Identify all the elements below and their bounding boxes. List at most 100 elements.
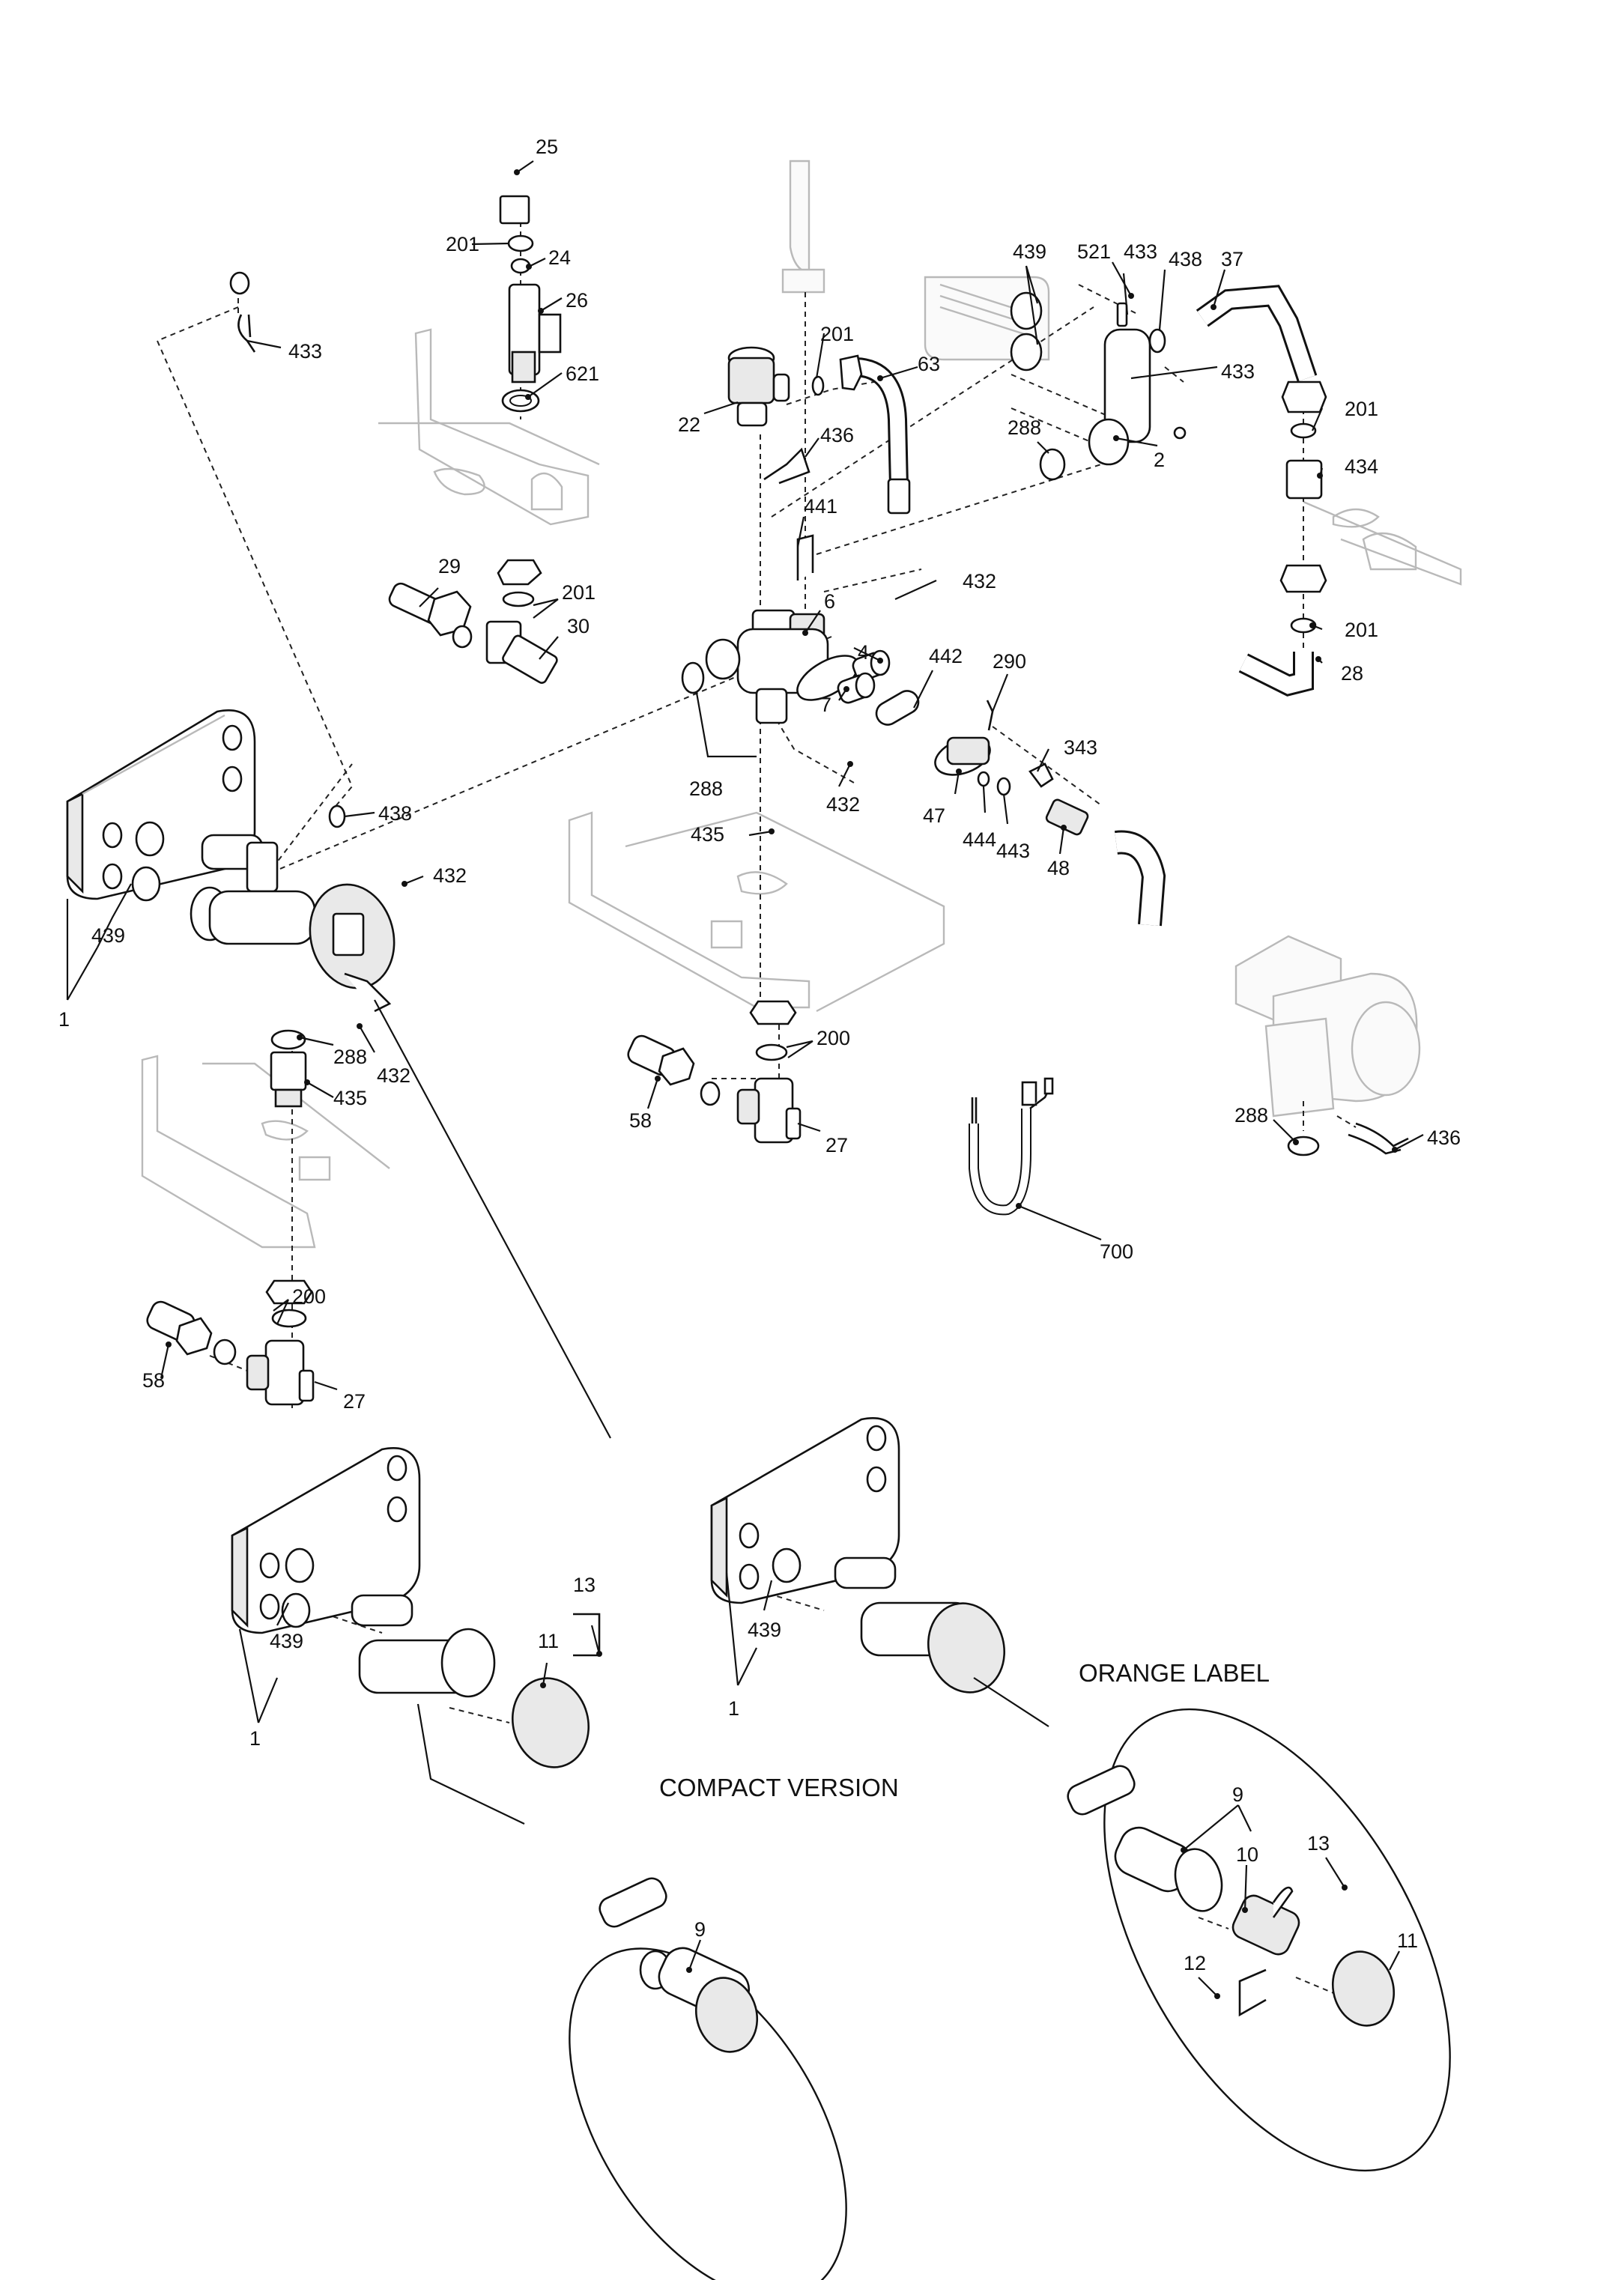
callout-343: 343 <box>1064 736 1097 759</box>
inset-orange-connector <box>973 1677 1049 1727</box>
callout-438: 438 <box>378 802 412 825</box>
part-safety-valve-22 <box>727 346 911 515</box>
callout-432: 432 <box>377 1064 410 1087</box>
callout-700: 700 <box>1100 1240 1133 1263</box>
callout-13: 13 <box>573 1574 596 1596</box>
callout-47: 47 <box>923 804 945 827</box>
callout-24: 24 <box>548 246 571 269</box>
callout-58: 58 <box>629 1109 652 1132</box>
callout-433: 433 <box>288 340 322 363</box>
leader-lines <box>66 160 1424 1999</box>
callout-439: 439 <box>270 1630 303 1652</box>
part-hydraulic-group-6 <box>681 609 859 724</box>
callout-443: 443 <box>996 840 1030 862</box>
callout-288: 288 <box>1234 1104 1268 1127</box>
callout-29: 29 <box>438 555 461 577</box>
callout-11: 11 <box>1397 1929 1418 1952</box>
assembly-lines <box>156 202 1357 1997</box>
callout-436: 436 <box>820 424 854 446</box>
inset-orange-outline <box>1103 1708 1451 2172</box>
callout-432: 432 <box>963 570 996 592</box>
ghost-upper-pipe <box>781 160 825 294</box>
callout-438: 438 <box>1169 248 1202 270</box>
callout-26: 26 <box>566 289 588 312</box>
callout-201: 201 <box>1345 619 1378 641</box>
callout-22: 22 <box>678 413 700 436</box>
callout-200: 200 <box>816 1027 850 1049</box>
part-clips-436-441 <box>763 447 814 580</box>
callout-201: 201 <box>446 233 479 255</box>
callout-37: 37 <box>1221 248 1243 270</box>
callout-1: 1 <box>728 1697 739 1720</box>
callout-436: 436 <box>1427 1127 1461 1149</box>
callout-441: 441 <box>804 495 837 518</box>
callout-1: 1 <box>249 1727 261 1750</box>
part-tap-30-group <box>388 559 558 684</box>
part-wiring-700 <box>969 1077 1054 1216</box>
callout-288: 288 <box>689 777 723 800</box>
inset-title-compact-version: COMPACT VERSION <box>659 1774 899 1801</box>
callout-27: 27 <box>825 1134 848 1156</box>
part-heat-exchanger-bottom-left <box>231 1447 601 1768</box>
callout-288: 288 <box>333 1046 367 1068</box>
callout-201: 201 <box>820 323 854 345</box>
ghost-chassis-center <box>568 811 945 1013</box>
part-compact-valve <box>599 1877 759 2053</box>
callout-9: 9 <box>694 1918 706 1941</box>
part-pipe-25 <box>229 132 530 295</box>
callout-621: 621 <box>566 363 599 385</box>
callout-28: 28 <box>1341 662 1363 685</box>
ghost-pump <box>1234 935 1421 1118</box>
part-valve-body-2 <box>1010 285 1327 697</box>
callout-9: 9 <box>1232 1783 1243 1806</box>
callout-11: 11 <box>538 1630 559 1652</box>
callout-12: 12 <box>1184 1952 1206 1974</box>
callout-30: 30 <box>567 615 590 637</box>
inset-compact-outline <box>569 1947 847 2280</box>
ghost-chassis-top-right <box>1303 500 1462 586</box>
callout-labels: 25 201 24 26 621 433 201 63 22 436 441 4… <box>58 136 1461 1974</box>
callout-25: 25 <box>536 136 558 158</box>
connector-main-to-bottom <box>374 999 611 1439</box>
callout-7: 7 <box>820 694 831 716</box>
part-diverter-valve-main <box>190 834 396 1013</box>
part-orange-valve-set <box>1067 1765 1396 2027</box>
callout-444: 444 <box>963 828 996 851</box>
part-heat-exchanger-1 <box>66 709 346 902</box>
callout-432: 432 <box>826 793 860 816</box>
callout-439: 439 <box>91 924 125 947</box>
callout-288: 288 <box>1008 416 1041 439</box>
callout-201: 201 <box>562 581 596 604</box>
callout-200: 200 <box>292 1285 326 1308</box>
inset-compact-connector <box>416 1703 525 1825</box>
callout-1: 1 <box>58 1008 70 1031</box>
callout-6: 6 <box>824 590 835 613</box>
callout-521: 521 <box>1077 240 1111 263</box>
part-lower-left-fittings <box>146 1029 315 1406</box>
callout-433: 433 <box>1124 240 1157 263</box>
callout-290: 290 <box>993 650 1026 673</box>
part-heat-exchanger-bottom-right <box>710 1417 1006 1694</box>
part-cartridges-4-7 <box>837 649 994 776</box>
callout-4: 4 <box>858 641 869 664</box>
callout-432: 432 <box>433 864 467 887</box>
callout-58: 58 <box>142 1369 165 1392</box>
callout-439: 439 <box>748 1619 781 1641</box>
callout-2: 2 <box>1154 449 1165 471</box>
ghost-chassis-left <box>141 1055 390 1249</box>
callout-48: 48 <box>1047 857 1070 879</box>
inset-title-orange-label: ORANGE LABEL <box>1079 1659 1270 1687</box>
part-pump-seals <box>1287 1122 1409 1156</box>
callout-27: 27 <box>343 1390 366 1413</box>
callout-442: 442 <box>929 645 963 667</box>
callout-10: 10 <box>1236 1843 1258 1866</box>
callout-435: 435 <box>691 823 724 846</box>
ghost-chassis-top-left <box>378 328 600 526</box>
part-flow-switch-group <box>237 234 562 413</box>
callout-63: 63 <box>918 353 940 375</box>
callout-434: 434 <box>1345 455 1378 478</box>
callout-13: 13 <box>1307 1832 1330 1855</box>
callout-433: 433 <box>1221 360 1255 383</box>
callout-435: 435 <box>333 1087 367 1109</box>
